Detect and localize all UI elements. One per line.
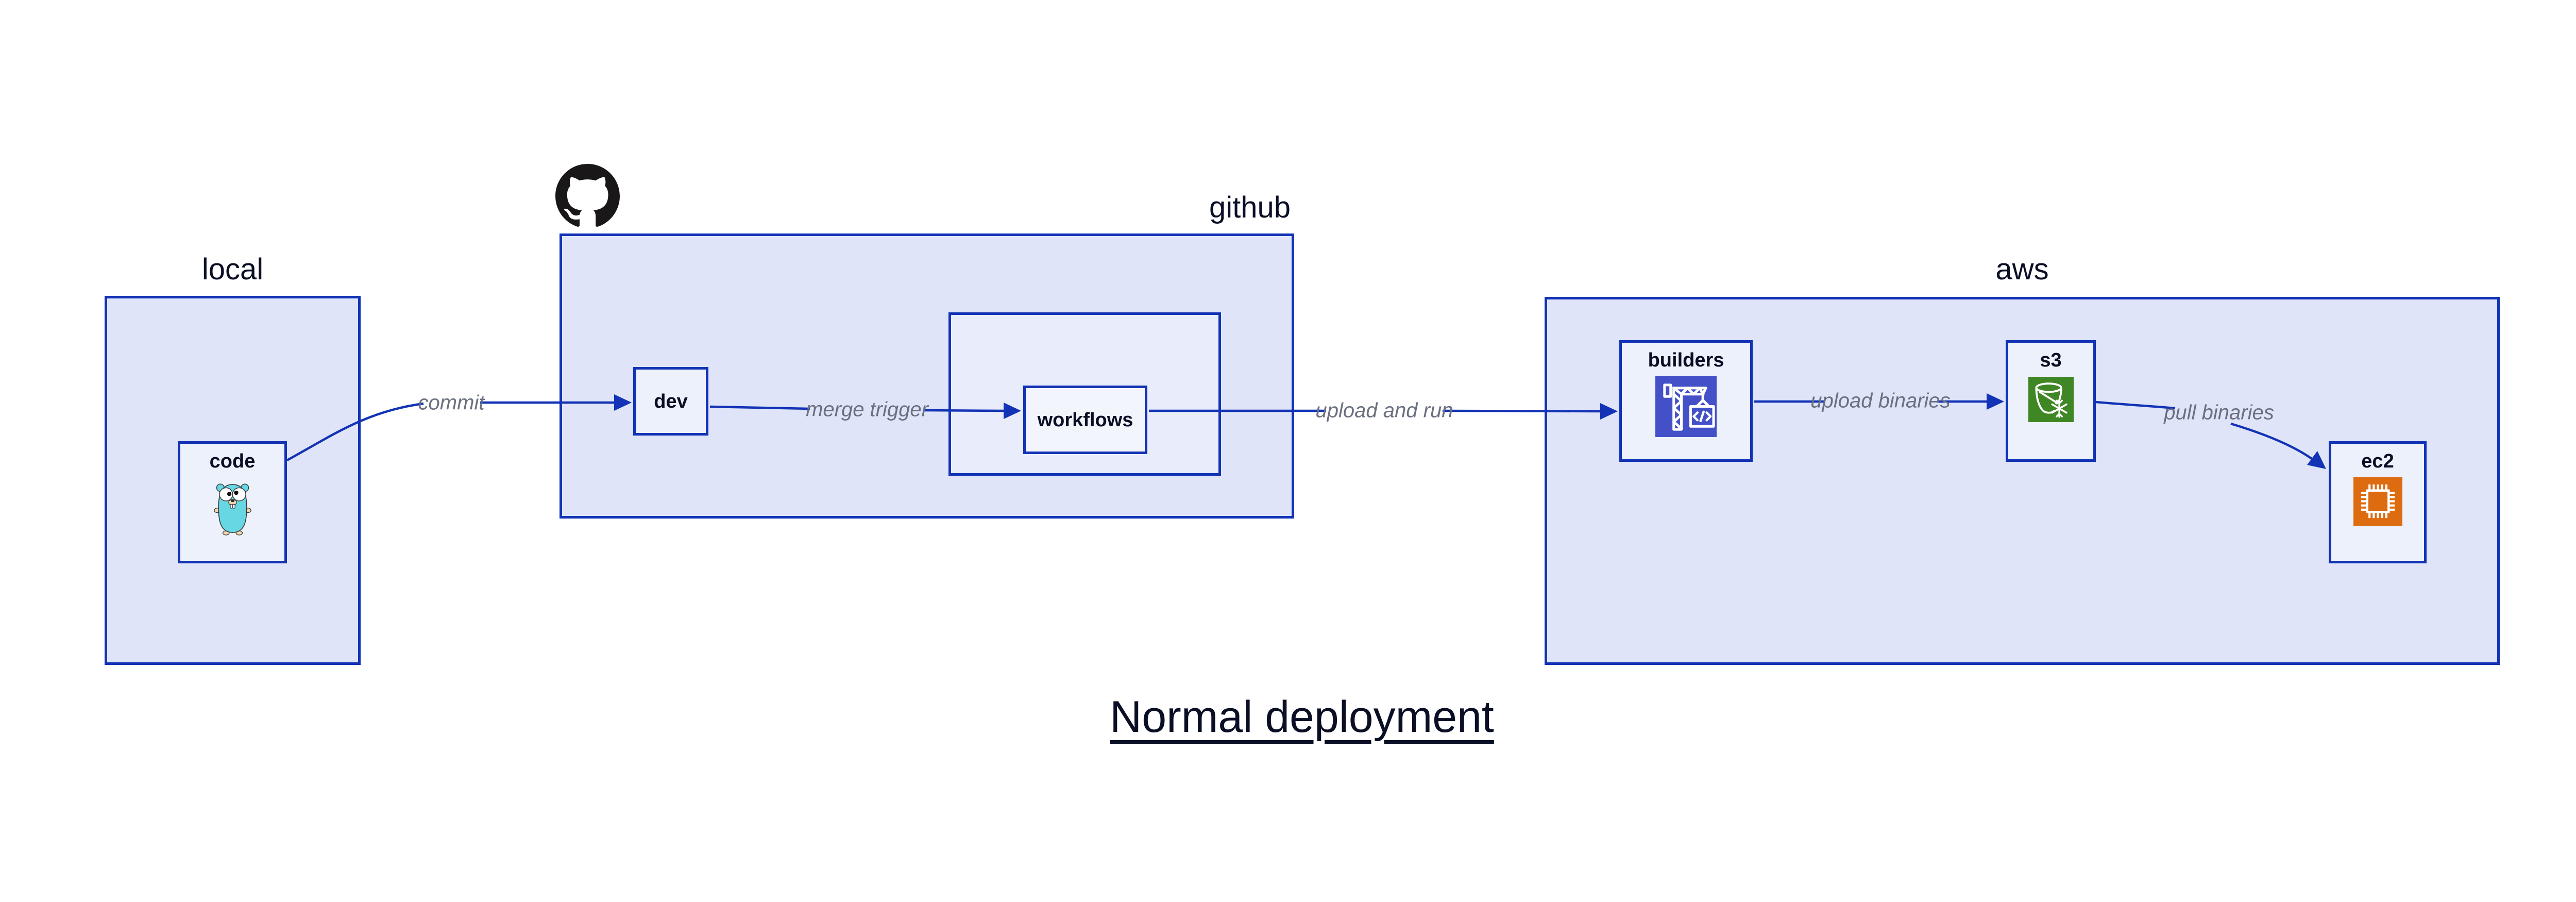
node-builders-label: builders [1648,349,1724,371]
aws-s3-glacier-icon [2028,377,2074,422]
node-dev: dev [633,367,708,436]
aws-codebuild-icon [1655,376,1717,437]
edge-merge-trigger-label: merge trigger [806,398,928,421]
node-dev-label: dev [654,390,688,412]
node-workflows-label: workflows [1037,409,1133,431]
aws-container-label: aws [1995,253,2049,286]
node-ec2: ec2 [2329,441,2427,563]
aws-ec2-icon [2353,477,2402,526]
github-octocat-icon [555,164,620,228]
node-code-label: code [209,450,256,472]
go-gopher-icon [213,481,251,536]
edge-commit-label: commit [418,391,485,414]
node-ec2-label: ec2 [2361,450,2394,472]
node-code: code [178,441,287,563]
node-builders: builders [1619,340,1753,462]
node-s3-label: s3 [2040,349,2062,371]
edge-upload-binaries-label: upload binaries [1810,389,1951,412]
local-container-label: local [201,253,264,286]
edge-pull-binaries-label: pull binaries [2164,401,2274,424]
edge-upload-and-run-label: upload and run [1315,399,1453,422]
node-workflows: workflows [1023,386,1147,454]
node-s3: s3 [2006,340,2096,462]
diagram-title: Normal deployment [1110,692,1494,742]
github-container-label: github [1209,191,1291,224]
